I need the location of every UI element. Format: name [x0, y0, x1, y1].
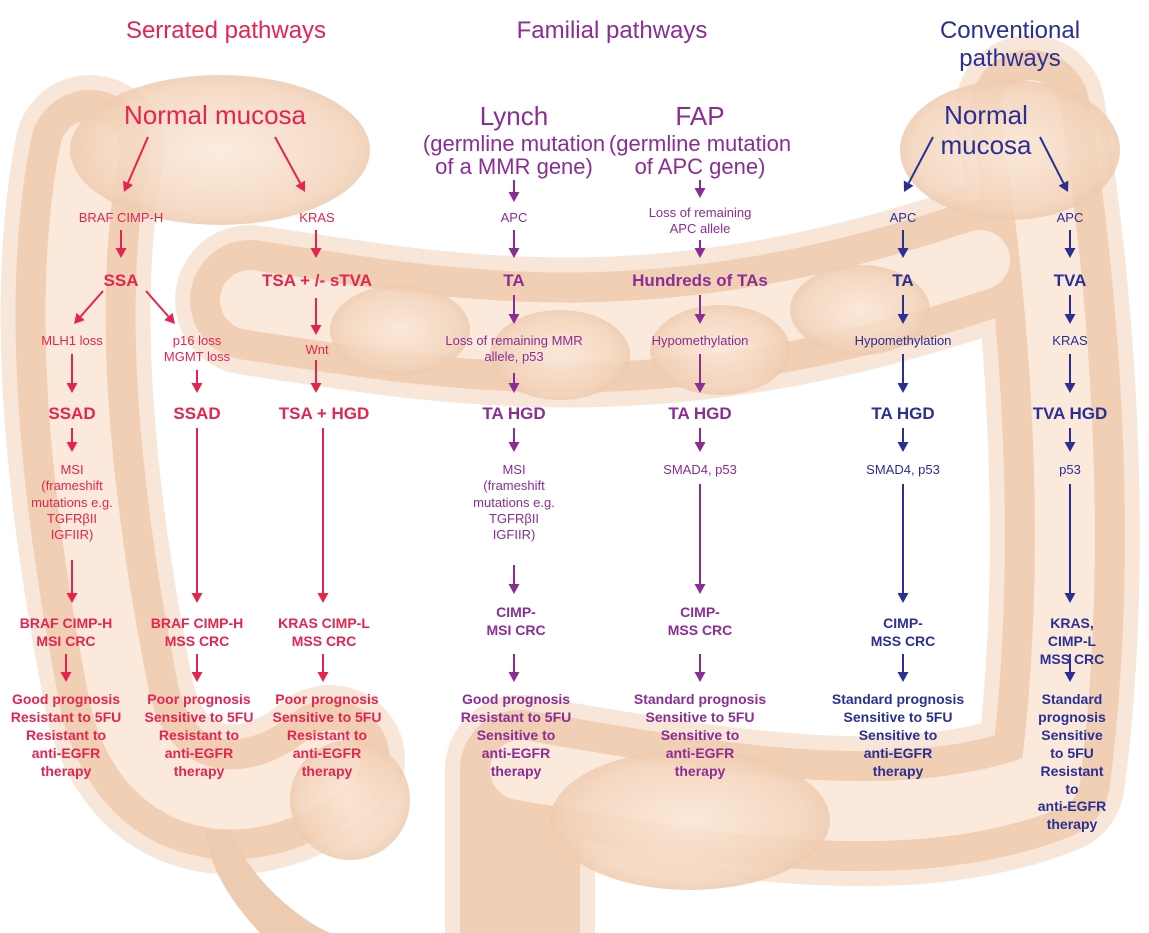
lynch-loss-mmr: Loss of remaining MMR allele, p53 [445, 333, 582, 366]
serrated-msi-note: MSI (frameshift mutations e.g. TGFRβII I… [31, 462, 113, 543]
serrated-ssa: SSA [104, 271, 139, 291]
conventional-normal-mucosa: Normal mucosa [905, 100, 1068, 161]
serrated-crc-b: BRAF CIMP-H MSS CRC [151, 615, 244, 651]
serrated-outcome-a: Good prognosis Resistant to 5FU Resistan… [11, 691, 121, 781]
serrated-tsa-stva: TSA + /- sTVA [262, 271, 372, 291]
conv-left-ta-hgd: TA HGD [871, 404, 934, 424]
serrated-tsa-hgd: TSA + HGD [279, 404, 370, 424]
fap-outcome: Standard prognosis Sensitive to 5FU Sens… [634, 691, 766, 781]
lynch-apc: APC [501, 210, 528, 226]
lynch-title: Lynch [480, 101, 548, 131]
serrated-wnt: Wnt [305, 342, 328, 358]
fap-crc: CIMP- MSS CRC [668, 604, 733, 640]
serrated-ssad-b: SSAD [173, 404, 220, 424]
fap-title: FAP [675, 101, 724, 131]
conv-left-apc: APC [890, 210, 917, 226]
serrated-crc-a: BRAF CIMP-H MSI CRC [20, 615, 113, 651]
serrated-normal-mucosa: Normal mucosa [124, 100, 306, 130]
fap-ta-hgd: TA HGD [668, 404, 731, 424]
lynch-outcome: Good prognosis Resistant to 5FU Sensitiv… [461, 691, 571, 781]
conv-right-tva: TVA [1054, 271, 1087, 291]
conv-left-outcome: Standard prognosis Sensitive to 5FU Sens… [832, 691, 964, 781]
conv-left-hypomethylation: Hypomethylation [855, 333, 952, 349]
conv-left-crc: CIMP- MSS CRC [871, 615, 936, 651]
lynch-ta-hgd: TA HGD [482, 404, 545, 424]
fap-hypomethylation: Hypomethylation [652, 333, 749, 349]
conv-right-p53: p53 [1059, 462, 1081, 478]
lynch-desc: (germline mutation of a MMR gene) [423, 132, 605, 178]
conv-right-outcome: Standard prognosis Sensitive to 5FU Resi… [1034, 691, 1111, 834]
fap-hundreds-tas: Hundreds of TAs [632, 271, 768, 291]
serrated-mlh1-loss: MLH1 loss [41, 333, 102, 349]
fap-desc: (germline mutation of APC gene) [609, 132, 791, 178]
conventional-header: Conventional pathways [940, 17, 1080, 73]
conv-right-kras: KRAS [1052, 333, 1087, 349]
conv-left-smad4-p53: SMAD4, p53 [866, 462, 940, 478]
fap-loss-apc: Loss of remaining APC allele [649, 205, 752, 238]
familial-header: Familial pathways [517, 17, 708, 45]
fap-smad4-p53: SMAD4, p53 [663, 462, 737, 478]
lynch-crc: CIMP- MSI CRC [486, 604, 545, 640]
conv-right-crc: KRAS, CIMP-L MSS CRC [1034, 615, 1111, 669]
lynch-ta: TA [503, 271, 524, 291]
serrated-braf-cimp-h: BRAF CIMP-H [79, 210, 164, 226]
serrated-outcome-c: Poor prognosis Sensitive to 5FU Resistan… [273, 691, 382, 781]
lynch-msi-note: MSI (frameshift mutations e.g. TGFRβII I… [473, 462, 555, 543]
serrated-crc-c: KRAS CIMP-L MSS CRC [278, 615, 370, 651]
conv-left-ta: TA [892, 271, 913, 291]
conv-right-apc: APC [1057, 210, 1084, 226]
conv-right-tva-hgd: TVA HGD [1033, 404, 1108, 424]
serrated-p16-mgmt: p16 loss MGMT loss [164, 333, 230, 366]
serrated-kras: KRAS [299, 210, 334, 226]
serrated-outcome-b: Poor prognosis Sensitive to 5FU Resistan… [145, 691, 254, 781]
serrated-ssad-a: SSAD [48, 404, 95, 424]
serrated-header: Serrated pathways [126, 17, 326, 45]
